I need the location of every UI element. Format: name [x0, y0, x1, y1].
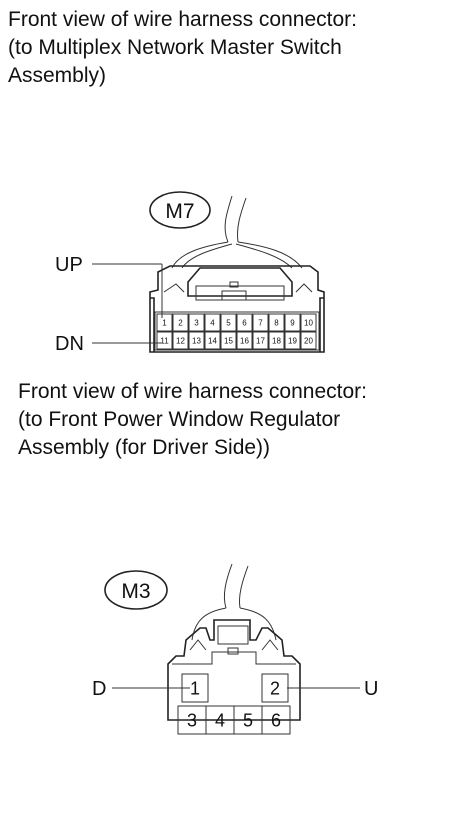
- pin-cell: 11: [156, 331, 173, 350]
- pin-number: 16: [240, 336, 249, 345]
- caption-line: Assembly (for Driver Side)): [18, 436, 271, 459]
- pin-number: 14: [208, 336, 217, 345]
- caption-window-regulator: Front view of wire harness connector: (t…: [18, 378, 367, 462]
- pin-cell: 14: [204, 331, 221, 350]
- pin-number: 4: [210, 318, 215, 327]
- pin-cavity: [204, 331, 221, 350]
- pin-number: 3: [194, 318, 199, 327]
- wire-harness: [171, 195, 303, 269]
- wire-harness: [191, 563, 277, 641]
- pin-cell: 10: [300, 313, 317, 332]
- pin-cavity: [236, 313, 253, 332]
- pin-cell: 12: [172, 331, 189, 350]
- pin-cell: 13: [188, 331, 205, 350]
- pin-cavity: [172, 331, 189, 350]
- pin-number: 17: [256, 336, 265, 345]
- pin-number: 15: [224, 336, 233, 345]
- pin-cell: 18: [268, 331, 285, 350]
- pin-cavity: [268, 313, 285, 332]
- pin-number: 2: [178, 318, 183, 327]
- pin-cell: 8: [268, 313, 285, 332]
- pin-number: 2: [270, 678, 280, 698]
- pin-number: 7: [258, 318, 263, 327]
- pin-cavity: [300, 313, 317, 332]
- pin-number: 5: [226, 318, 231, 327]
- pin-cavity: [284, 313, 301, 332]
- pin-number: 9: [290, 318, 295, 327]
- pin-cell: 6: [261, 705, 291, 735]
- pin-number: 5: [243, 710, 253, 730]
- pin-grid-frame: [154, 311, 320, 351]
- pin-cavity: [252, 313, 269, 332]
- label-dn: DN: [55, 333, 84, 355]
- pin-number: 11: [160, 336, 169, 345]
- pin-cell: 5: [220, 313, 237, 332]
- pin-number: 10: [304, 318, 313, 327]
- pin-cavity: [220, 313, 237, 332]
- connector-tag-label: M7: [165, 200, 194, 223]
- pin-cavity: [252, 331, 269, 350]
- pin-number: 13: [192, 336, 201, 345]
- connector-tag-m3: [104, 570, 168, 610]
- pin-cell: 7: [252, 313, 269, 332]
- pin-cell: 4: [204, 313, 221, 332]
- pin-number: 6: [242, 318, 247, 327]
- pin-cavity: [204, 313, 221, 332]
- leader-up: [92, 263, 163, 318]
- pin-number: 3: [187, 710, 197, 730]
- pin-cell: 20: [300, 331, 317, 350]
- caption-line: Front view of wire harness connector:: [18, 380, 367, 403]
- pin-cavity: [268, 331, 285, 350]
- label-up: UP: [55, 254, 83, 276]
- connector-housing: [149, 265, 325, 353]
- caption-line: Assembly): [8, 64, 107, 87]
- connector-housing: [167, 619, 301, 721]
- label-d: D: [92, 678, 106, 700]
- pin-cavity: [156, 331, 173, 350]
- pin-cell: 15: [220, 331, 237, 350]
- pin-number: 4: [215, 710, 225, 730]
- caption-line: Front view of wire harness connector:: [8, 8, 357, 31]
- pin-cell: 1: [156, 313, 173, 332]
- caption-master-switch: Front view of wire harness connector: (t…: [8, 6, 357, 90]
- pin-number: 20: [304, 336, 313, 345]
- pin-cell: 2: [261, 673, 289, 703]
- pin-number: 19: [288, 336, 297, 345]
- caption-line: (to Front Power Window Regulator: [18, 408, 341, 431]
- pin-cavity: [220, 331, 237, 350]
- pin-number: 12: [176, 336, 185, 345]
- caption-line: (to Multiplex Network Master Switch: [8, 36, 342, 59]
- pin-number: 1: [162, 318, 167, 327]
- pin-cell: 19: [284, 331, 301, 350]
- pin-cavity: [188, 313, 205, 332]
- pin-number: 8: [274, 318, 279, 327]
- pin-cavity: [261, 705, 291, 735]
- pin-number: 1: [190, 678, 200, 698]
- pin-cavity: [188, 331, 205, 350]
- pin-cell: 16: [236, 331, 253, 350]
- pin-cell: 6: [236, 313, 253, 332]
- pin-cell: 2: [172, 313, 189, 332]
- pin-number: 6: [271, 710, 281, 730]
- pin-cavity: [300, 331, 317, 350]
- pin-cell: 9: [284, 313, 301, 332]
- pin-cavity: [156, 313, 173, 332]
- label-u: U: [364, 678, 378, 700]
- pin-cavity: [284, 331, 301, 350]
- pin-cell: 3: [188, 313, 205, 332]
- pin-cell: 17: [252, 331, 269, 350]
- pin-number: 18: [272, 336, 281, 345]
- pin-cavity: [236, 331, 253, 350]
- connector-tag-m7: [149, 191, 211, 229]
- connector-tag-label: M3: [121, 580, 150, 603]
- pin-cavity: [172, 313, 189, 332]
